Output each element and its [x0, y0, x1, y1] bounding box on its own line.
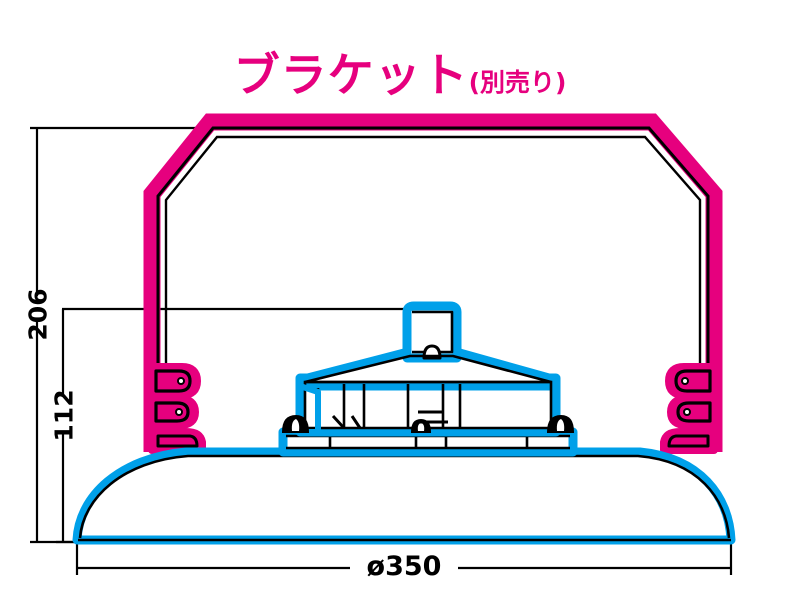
- dimension-label-350: ø350: [350, 553, 458, 580]
- bracket-inner-line: [156, 126, 710, 452]
- bracket-right-hinge-detail-upper: [674, 369, 712, 393]
- bracket-outer-band-outline: [143, 113, 723, 452]
- bracket-right-hinge: [660, 363, 721, 454]
- dimension-label-206: 206: [23, 288, 53, 341]
- bracket-inner-line-2: [164, 135, 702, 452]
- bracket-right-hinge-body: [665, 363, 721, 399]
- bracket-left-bolt-upper: [177, 377, 185, 385]
- bracket-left-hinge-body: [145, 363, 201, 399]
- dimension-206: [30, 126, 200, 544]
- bracket-left-foot-detail: [156, 434, 199, 448]
- luminaire-left-mount-pad-highlight: [291, 419, 300, 431]
- bracket-left-hinge-body-lower: [145, 395, 199, 429]
- bracket-left-bolt-lower: [175, 408, 183, 416]
- reflector-dome-outline: [72, 447, 736, 545]
- dimension-label-112: 112: [49, 389, 79, 442]
- luminaire-assembly: [72, 301, 736, 545]
- luminaire-right-mount-pad-highlight: [556, 419, 565, 431]
- bracket-right-bolt-upper: [681, 377, 689, 385]
- driver-gear-box: [402, 301, 462, 363]
- luminaire-small-detail-strips: [331, 410, 448, 430]
- luminaire-center-bottom-boss-highlight: [417, 423, 425, 431]
- bracket-left-hinge: [145, 363, 206, 454]
- bracket-right-hinge-detail-lower: [676, 401, 712, 423]
- bracket-right-hinge-body-lower: [667, 395, 721, 429]
- bracket-assembly: [143, 113, 723, 454]
- bracket-left-hinge-detail-lower: [154, 401, 190, 423]
- bracket-right-foot-detail: [667, 434, 710, 448]
- bracket-left-hinge-detail-upper: [154, 369, 192, 393]
- dimension-112: [56, 307, 420, 544]
- bracket-right-bolt-lower: [683, 408, 691, 416]
